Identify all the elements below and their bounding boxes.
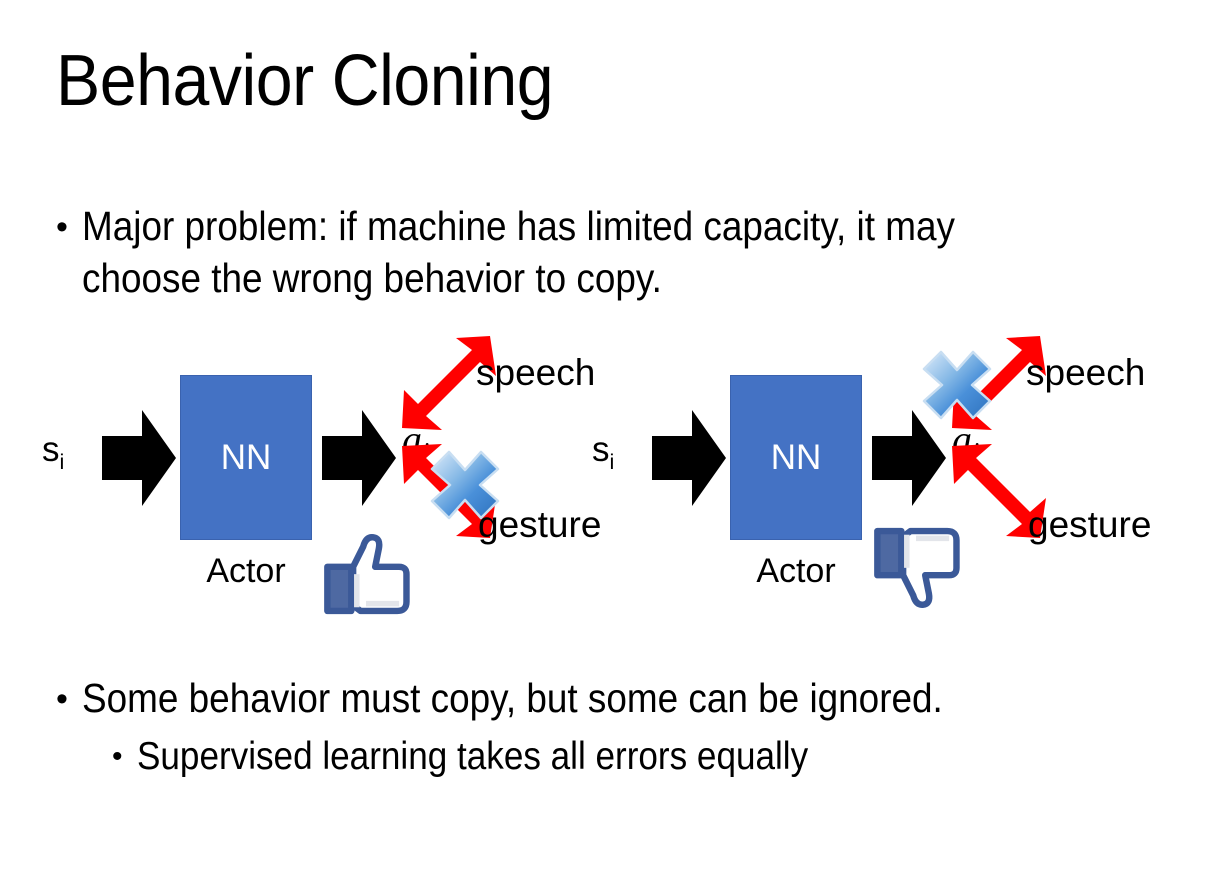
state-subscript: i xyxy=(609,449,615,474)
bullet-supervised-learning-text: Supervised learning takes all errors equ… xyxy=(136,735,808,778)
cross-out-icon-gesture xyxy=(428,448,502,522)
bullet-marker-icon: • xyxy=(56,208,68,246)
state-symbol: s xyxy=(42,430,60,469)
diagram-correct-behavior: si NN Actor ai xyxy=(10,336,610,630)
bullet-major-problem: • Major problem: if machine has limited … xyxy=(56,200,1156,305)
cross-out-icon-speech xyxy=(920,348,994,422)
branch-label-gesture: gesture xyxy=(1028,504,1152,545)
bullet-marker-icon: • xyxy=(56,680,68,718)
branch-arrow-gesture-icon xyxy=(948,436,1058,546)
bullet-supervised-learning: • Supervised learning takes all errors e… xyxy=(112,732,1192,782)
input-arrow-icon xyxy=(652,408,726,508)
bullet-some-behavior: • Some behavior must copy, but some can … xyxy=(56,672,1176,724)
branch-arrow-speech-icon xyxy=(398,328,508,438)
branch-label-gesture: gesture xyxy=(478,504,602,545)
bullet-major-problem-text: Major problem: if machine has limited ca… xyxy=(81,203,955,302)
branch-label-speech: speech xyxy=(1026,352,1146,393)
output-arrow-icon xyxy=(322,408,396,508)
branch-label-speech: speech xyxy=(476,352,596,393)
nn-box-label: NN xyxy=(770,437,822,477)
actor-caption-right: Actor xyxy=(756,552,836,590)
state-label-right: si xyxy=(592,430,614,475)
input-arrow-icon xyxy=(102,408,176,508)
nn-box-left: NN xyxy=(180,375,312,540)
state-subscript: i xyxy=(59,449,65,474)
output-arrow-icon xyxy=(872,408,946,508)
thumbs-up-icon xyxy=(320,530,412,622)
nn-box-right: NN xyxy=(730,375,862,540)
bullet-marker-icon: • xyxy=(112,740,123,773)
nn-box-label: NN xyxy=(220,437,272,477)
page-title: Behavior Cloning xyxy=(56,41,554,121)
actor-caption-left: Actor xyxy=(206,552,286,590)
thumbs-down-icon xyxy=(870,520,962,612)
state-symbol: s xyxy=(592,430,610,469)
bullet-some-behavior-text: Some behavior must copy, but some can be… xyxy=(81,675,943,721)
state-label-left: si xyxy=(42,430,64,475)
diagram-wrong-behavior: si NN Actor ai xyxy=(560,336,1160,630)
